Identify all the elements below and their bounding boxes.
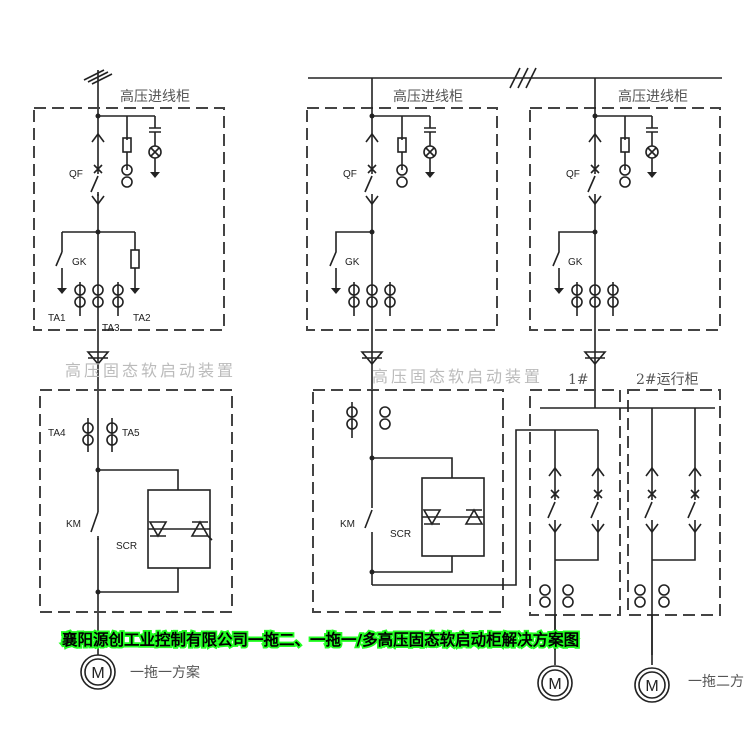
- incoming-cabinet-2-label: 高压进线柜: [618, 88, 688, 105]
- incoming-cabinet-2: 高压进线柜 QF GK: [529, 78, 721, 408]
- incoming-cabinet-1-label: 高压进线柜: [393, 88, 463, 105]
- scheme-label: 一拖二方: [688, 674, 744, 690]
- scheme-label: 一拖一方案: [130, 664, 200, 681]
- qf-label: QF: [343, 169, 357, 180]
- scr-label: SCR: [390, 529, 411, 540]
- incoming-cabinet-box: [33, 107, 225, 331]
- cabinet-2-label: 2#运行柜: [636, 372, 699, 388]
- cabinet-1-feeders: [539, 429, 605, 650]
- fuse-icon: [122, 137, 132, 153]
- motor-2: M: [634, 667, 670, 703]
- cabinet-2-box: [627, 389, 721, 616]
- gk-label: GK: [568, 257, 583, 268]
- ta3-label: TA3: [102, 323, 120, 334]
- ta4-label: TA4: [48, 428, 66, 439]
- ta2-label: TA2: [133, 313, 151, 324]
- soft-start-box: KM SCR: [312, 389, 555, 613]
- three-phase-mark: [509, 67, 537, 89]
- soft-start-device-label: 高压固态软启动装置: [372, 367, 543, 386]
- qf-label: QF: [69, 169, 83, 180]
- soft-start-device-label: 高压固态软启动装置: [65, 361, 236, 380]
- km-label: KM: [66, 519, 81, 530]
- gk-label: GK: [345, 257, 360, 268]
- breaker-qf-icon: [90, 175, 99, 196]
- motor-icon: [80, 654, 116, 690]
- left-scheme: 高压进线柜 QF GK TA1 TA2 TA3 高压固态软启动装置 TA4 TA…: [33, 69, 236, 690]
- motor-label: M: [645, 678, 658, 695]
- soft-start-box: [39, 389, 233, 613]
- qf-label: QF: [566, 169, 580, 180]
- incoming-cabinet-1: 高压进线柜 QF GK: [306, 78, 498, 390]
- km-label: KM: [340, 519, 355, 530]
- title-banner: 襄阳源创工业控制有限公司一拖二、一拖一/多高压固态软启动柜解决方案图: [61, 630, 579, 649]
- cable-head-icon: [86, 351, 110, 366]
- motor-label: M: [548, 676, 561, 693]
- ta1-label: TA1: [48, 313, 66, 324]
- cabinet-1-box: [529, 389, 621, 616]
- motor-label: M: [91, 665, 104, 682]
- scr-label: SCR: [116, 541, 137, 552]
- arrester-icon: [130, 249, 140, 269]
- gk-label: GK: [72, 257, 87, 268]
- ta5-label: TA5: [122, 428, 140, 439]
- cabinet-2-feeders: [634, 408, 702, 655]
- capacitor-icon: [149, 127, 161, 146]
- incoming-cabinet-label: 高压进线柜: [120, 88, 190, 105]
- cabinet-1-label: 1#: [568, 372, 589, 388]
- motor-1: M: [537, 665, 573, 701]
- right-scheme: 高压进线柜 QF GK 高压进线柜: [306, 67, 744, 703]
- contactor-km-icon: [90, 511, 99, 540]
